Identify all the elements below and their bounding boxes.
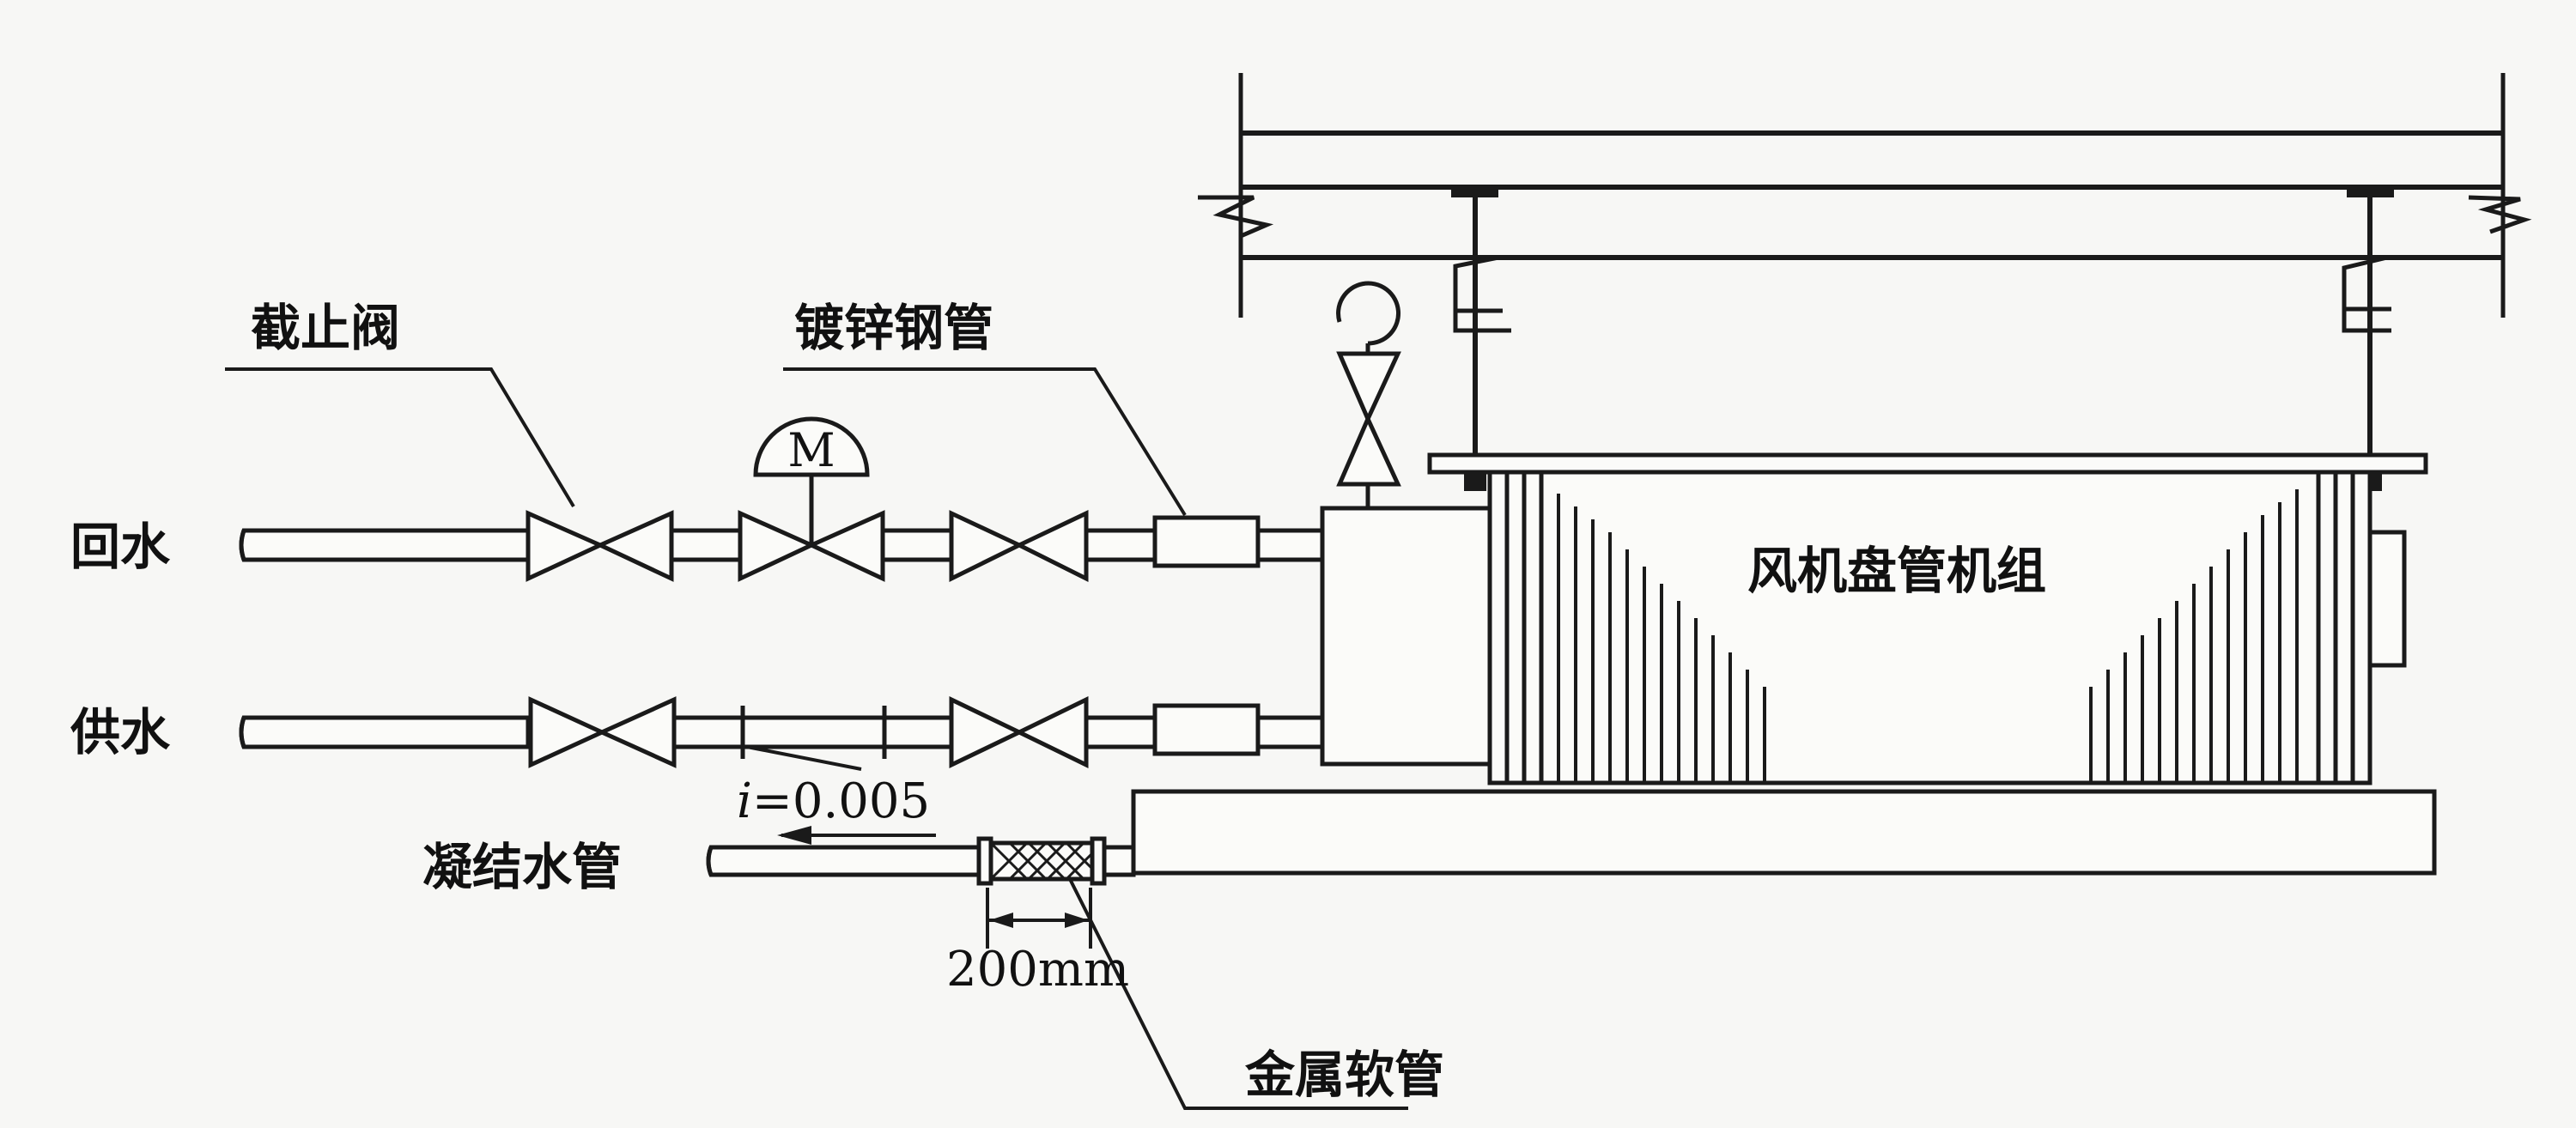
condensate-pipe (706, 836, 1136, 886)
condensate-pipe-label: 凝结水管 (422, 838, 622, 896)
stop-valve-return-1 (526, 510, 674, 582)
supply-water-label: 供水 (70, 703, 171, 761)
return-water-line (239, 416, 1325, 583)
motor-label: M (787, 423, 835, 477)
fan-coil-unit-label: 风机盘管机组 (1747, 542, 2046, 600)
stop-valve-label: 截止阀 (251, 299, 400, 357)
supply-water-line (239, 696, 1325, 768)
air-vent-valve (1336, 281, 1401, 508)
return-water-label: 回水 (70, 518, 171, 576)
motorized-valve (738, 416, 885, 582)
stop-valve-supply-2 (949, 696, 1089, 768)
stop-valve-return-2 (949, 510, 1089, 583)
galvanized-steel-pipe-fitting-return (1152, 515, 1261, 568)
coil-fins-right (2089, 489, 2299, 783)
metal-hose-label: 金属软管 (1245, 1046, 1444, 1104)
slope-arrow (777, 826, 936, 845)
slope-label: i=0.005 (737, 773, 930, 829)
fan-coil-unit (1320, 452, 2428, 785)
galvanized-steel-pipe-fitting-supply (1152, 703, 1261, 756)
coil-fins-left (1557, 494, 1766, 783)
galvanized-steel-pipe-label: 镀锌钢管 (794, 299, 993, 357)
ceiling-slab (1198, 73, 2532, 318)
condensate-drain-pan (1131, 789, 2437, 876)
hose-dimension (986, 888, 1092, 949)
hanger-left (1451, 187, 1511, 491)
hose-length-label: 200mm (946, 942, 1129, 998)
hanger-right (2342, 187, 2394, 491)
leader-lines (225, 367, 1408, 1110)
stop-valve-supply-1 (528, 696, 677, 768)
metal-hose (976, 836, 1107, 886)
